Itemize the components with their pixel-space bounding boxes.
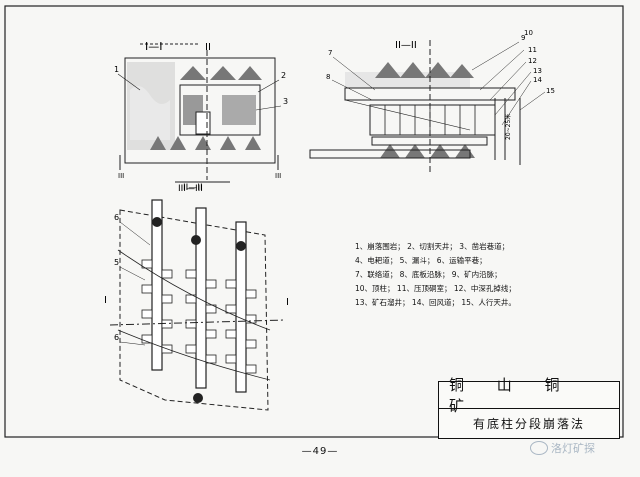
callout-8: 8 xyxy=(326,73,330,81)
callout-12: 12 xyxy=(528,57,537,65)
label-I-plan-right: I xyxy=(286,297,289,308)
label-I-I: I—I xyxy=(145,40,163,53)
mine-name: 铜 山 铜 矿 xyxy=(439,376,619,415)
legend: 1、崩落围岩； 2、切割天井； 3、凿岩巷道； 4、电耙道； 5、漏斗； 6、运… xyxy=(355,240,516,310)
label-II-II-bottom: II—II xyxy=(183,183,203,193)
callout-10: 10 xyxy=(524,29,533,37)
legend-line: 13、矿石溜井； 14、回风道； 15、人行天井。 xyxy=(355,298,516,307)
legend-line: 4、电耙道； 5、漏斗； 6、运输平巷； xyxy=(355,256,487,265)
page-number: —49— xyxy=(301,446,339,457)
callout-3: 3 xyxy=(283,97,288,106)
method-name: 有底柱分段崩落法 xyxy=(472,417,585,431)
page-border xyxy=(4,5,624,438)
dimension-label: 20~25米 xyxy=(504,114,512,140)
callout-15: 15 xyxy=(546,87,555,95)
wechat-icon xyxy=(530,441,548,455)
label-II-top: II xyxy=(205,42,211,53)
label-III-right: III xyxy=(275,172,281,180)
callout-1: 1 xyxy=(114,65,119,74)
label-III-left: III xyxy=(118,172,124,180)
callout-6-bottom: 6 xyxy=(114,333,119,342)
callout-14: 14 xyxy=(533,76,542,84)
callout-7: 7 xyxy=(328,49,332,57)
legend-line: 10、顶柱； 11、压顶硐室； 12、中深孔掉线； xyxy=(355,284,516,293)
callout-5: 5 xyxy=(114,258,119,267)
plan-III-III: 6 5 6 I I III—III xyxy=(104,184,289,411)
label-II-II-right: II—II xyxy=(395,40,417,51)
title-block: 铜 山 铜 矿 有底柱分段崩落法 xyxy=(438,376,620,439)
callout-11: 11 xyxy=(528,46,537,54)
watermark-text: 洛灯矿探 xyxy=(551,442,595,455)
legend-line: 7、联络道； 8、底板沿脉； 9、矿内沿脉； xyxy=(355,270,502,279)
legend-line: 1、崩落围岩； 2、切割天井； 3、凿岩巷道； xyxy=(355,242,510,251)
callout-2: 2 xyxy=(281,71,286,80)
callout-9: 9 xyxy=(521,34,525,42)
watermark: 洛灯矿探 xyxy=(530,440,595,456)
callout-6-top: 6 xyxy=(114,213,119,222)
label-III-III: III—III xyxy=(178,184,203,194)
section-I-I: I—I II II—II III III 1 2 3 xyxy=(114,40,288,193)
section-II-II: II—II 20~25米 7 8 9 10 11 12 13 14 15 xyxy=(309,29,555,175)
callout-13: 13 xyxy=(533,67,542,75)
label-I-plan-left: I xyxy=(104,295,107,306)
